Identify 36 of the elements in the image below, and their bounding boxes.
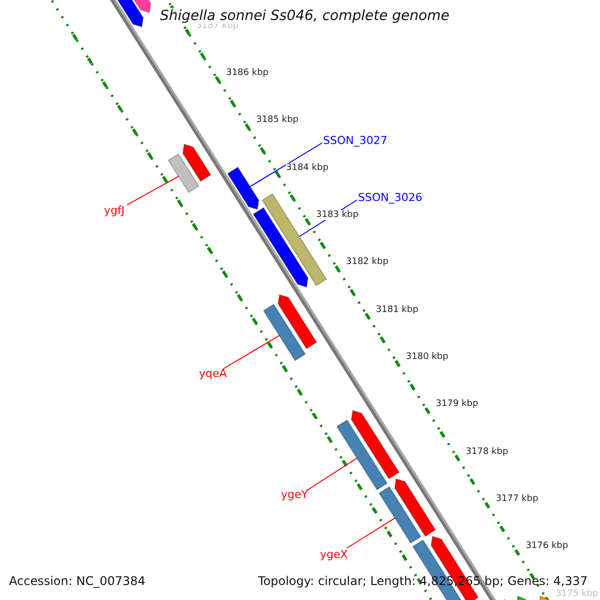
- gene-label: yqeA: [199, 367, 227, 380]
- tick-label: 3185 kbp: [256, 115, 298, 126]
- gene-block: [182, 144, 212, 182]
- gene-block: [252, 207, 308, 288]
- gene-block: [394, 478, 436, 537]
- gene-label: ygfJ: [104, 204, 125, 217]
- gene-label: ygeY: [281, 488, 308, 501]
- tick-label: 3180 kbp: [406, 352, 448, 362]
- gene-bar: [336, 419, 388, 490]
- gene-block: [278, 294, 318, 350]
- leader-line: [346, 518, 396, 548]
- gene-bar: [168, 153, 200, 194]
- gene-label: SSON_3026: [358, 191, 422, 204]
- leader-line: [306, 458, 358, 492]
- gene-block: [227, 166, 260, 210]
- tick-label: 3183 kbp: [316, 210, 358, 220]
- tick-label: 3179 kbp: [436, 399, 478, 410]
- tick-label: 3177 kbp: [496, 494, 538, 504]
- gene-bar: [378, 486, 422, 544]
- gene-label: ygeX: [320, 548, 348, 561]
- tick-label: 3176 kbp: [526, 541, 568, 552]
- tick-label: 3186 kbp: [226, 68, 268, 78]
- tick-label: 3184 kbp: [286, 162, 328, 173]
- diagram-title: Shigella sonnei Ss046, complete genome: [160, 8, 450, 24]
- gene-block: [350, 410, 400, 480]
- leader-line: [250, 142, 322, 188]
- leader-line: [126, 176, 179, 206]
- tick-label: 3181 kbp: [376, 304, 418, 315]
- accession-text: Accession: NC_007384: [9, 574, 146, 588]
- tick-label: 3182 kbp: [346, 257, 388, 268]
- tick-label: 3178 kbp: [466, 446, 508, 456]
- gene-label: SSON_3027: [323, 134, 388, 147]
- leader-line: [222, 335, 280, 370]
- genome-info-text: Topology: circular; Length: 4,825,265 bp; Genes: 4,337: [258, 574, 588, 588]
- gene-bar: [262, 304, 306, 362]
- tick-label: 3175 kbp: [556, 588, 598, 598]
